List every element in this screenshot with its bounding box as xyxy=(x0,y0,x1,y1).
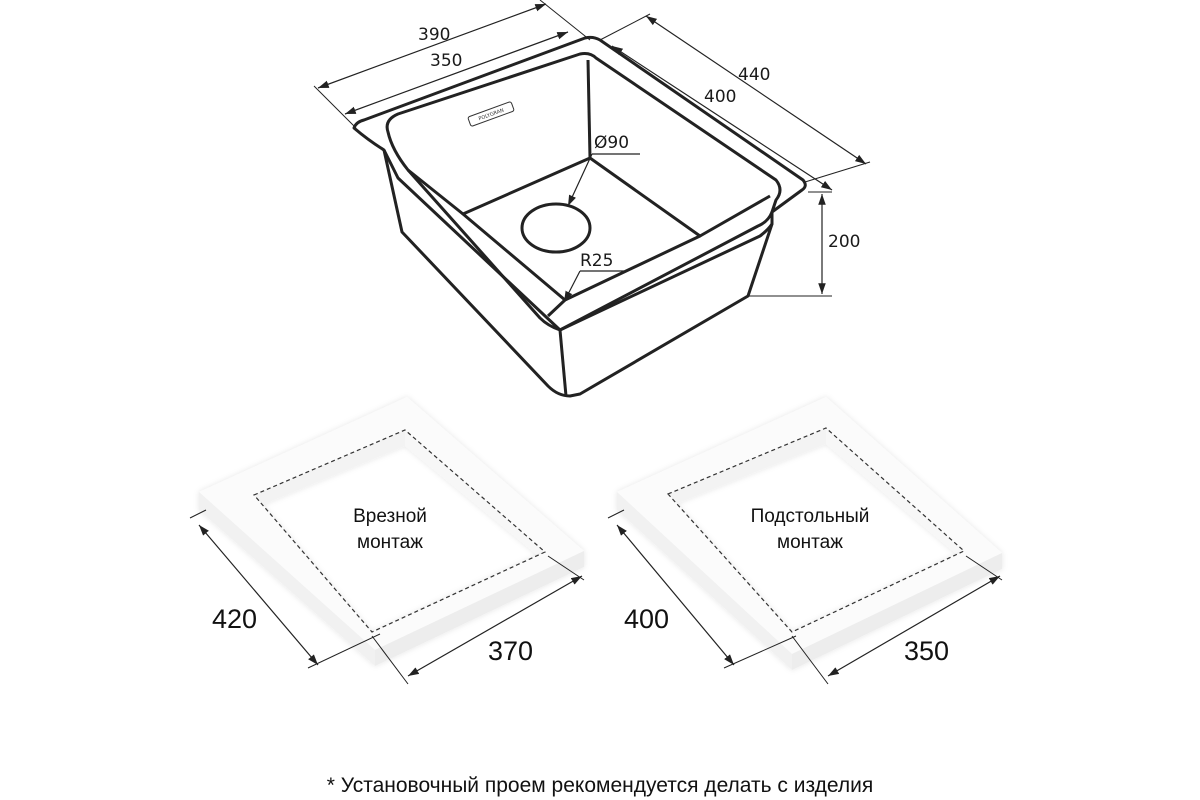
cut-line xyxy=(253,429,547,633)
cutout-inset-mount: Врезной монтаж 420 370 xyxy=(189,397,585,685)
dim-outer-width: 390 xyxy=(418,25,450,45)
sink-outer-body xyxy=(382,149,774,398)
dim-inner-width: 350 xyxy=(430,51,462,71)
drain-hole xyxy=(520,202,592,254)
cut-line xyxy=(666,427,966,633)
dim-height: 200 xyxy=(828,232,860,252)
dim-outer-depth: 440 xyxy=(738,65,770,85)
sink-inner-edge-back xyxy=(586,59,592,159)
dim-line-front xyxy=(827,575,1001,677)
dim-radius: R25 xyxy=(580,251,613,271)
radius-callout-line xyxy=(563,270,581,303)
frame-front-edge xyxy=(792,553,1002,670)
sink-drawing: POLYGRAN xyxy=(352,35,807,398)
sink-bowl-bottom xyxy=(461,156,702,302)
callouts: Ø90 R25 xyxy=(563,133,640,303)
dim-line-side xyxy=(616,524,735,666)
cutout-front-dim: 370 xyxy=(488,636,533,666)
cutout-undermount: Подстольный монтаж 400 350 xyxy=(607,397,1003,685)
height-dimension: 200 xyxy=(748,191,860,297)
dim-line-inner-width xyxy=(344,31,569,115)
width-dimensions: 390 350 xyxy=(313,0,591,129)
drain-callout-line xyxy=(567,153,593,207)
sink-outer-front-edge xyxy=(558,329,568,397)
sink-inner-edge-right xyxy=(699,194,771,238)
brand-logo: POLYGRAN xyxy=(467,101,515,127)
sink-inner-edge-left xyxy=(407,168,464,216)
cutout-label-line1: Врезной xyxy=(353,506,427,527)
dim-drain: Ø90 xyxy=(594,133,629,153)
dim-line-side xyxy=(198,524,319,666)
dim-line-inner-depth xyxy=(611,45,833,191)
cutout-label-line2: монтаж xyxy=(357,532,423,553)
frame-front-edge xyxy=(375,551,584,666)
dim-line-front xyxy=(407,575,583,677)
frame-left-edge xyxy=(199,492,375,666)
cutout-label-line2: монтаж xyxy=(777,532,843,553)
cutout-side-dim: 400 xyxy=(624,604,669,634)
footnote: * Установочный проем рекомендуется делат… xyxy=(327,774,873,797)
cutout-label-line1: Подстольный xyxy=(751,506,870,527)
dim-inner-depth: 400 xyxy=(704,87,736,107)
depth-dimensions: 440 400 xyxy=(599,13,871,191)
sink-inner-edge-front xyxy=(546,298,567,318)
cutout-front-dim: 350 xyxy=(904,636,949,666)
cutout-side-dim: 420 xyxy=(212,604,257,634)
